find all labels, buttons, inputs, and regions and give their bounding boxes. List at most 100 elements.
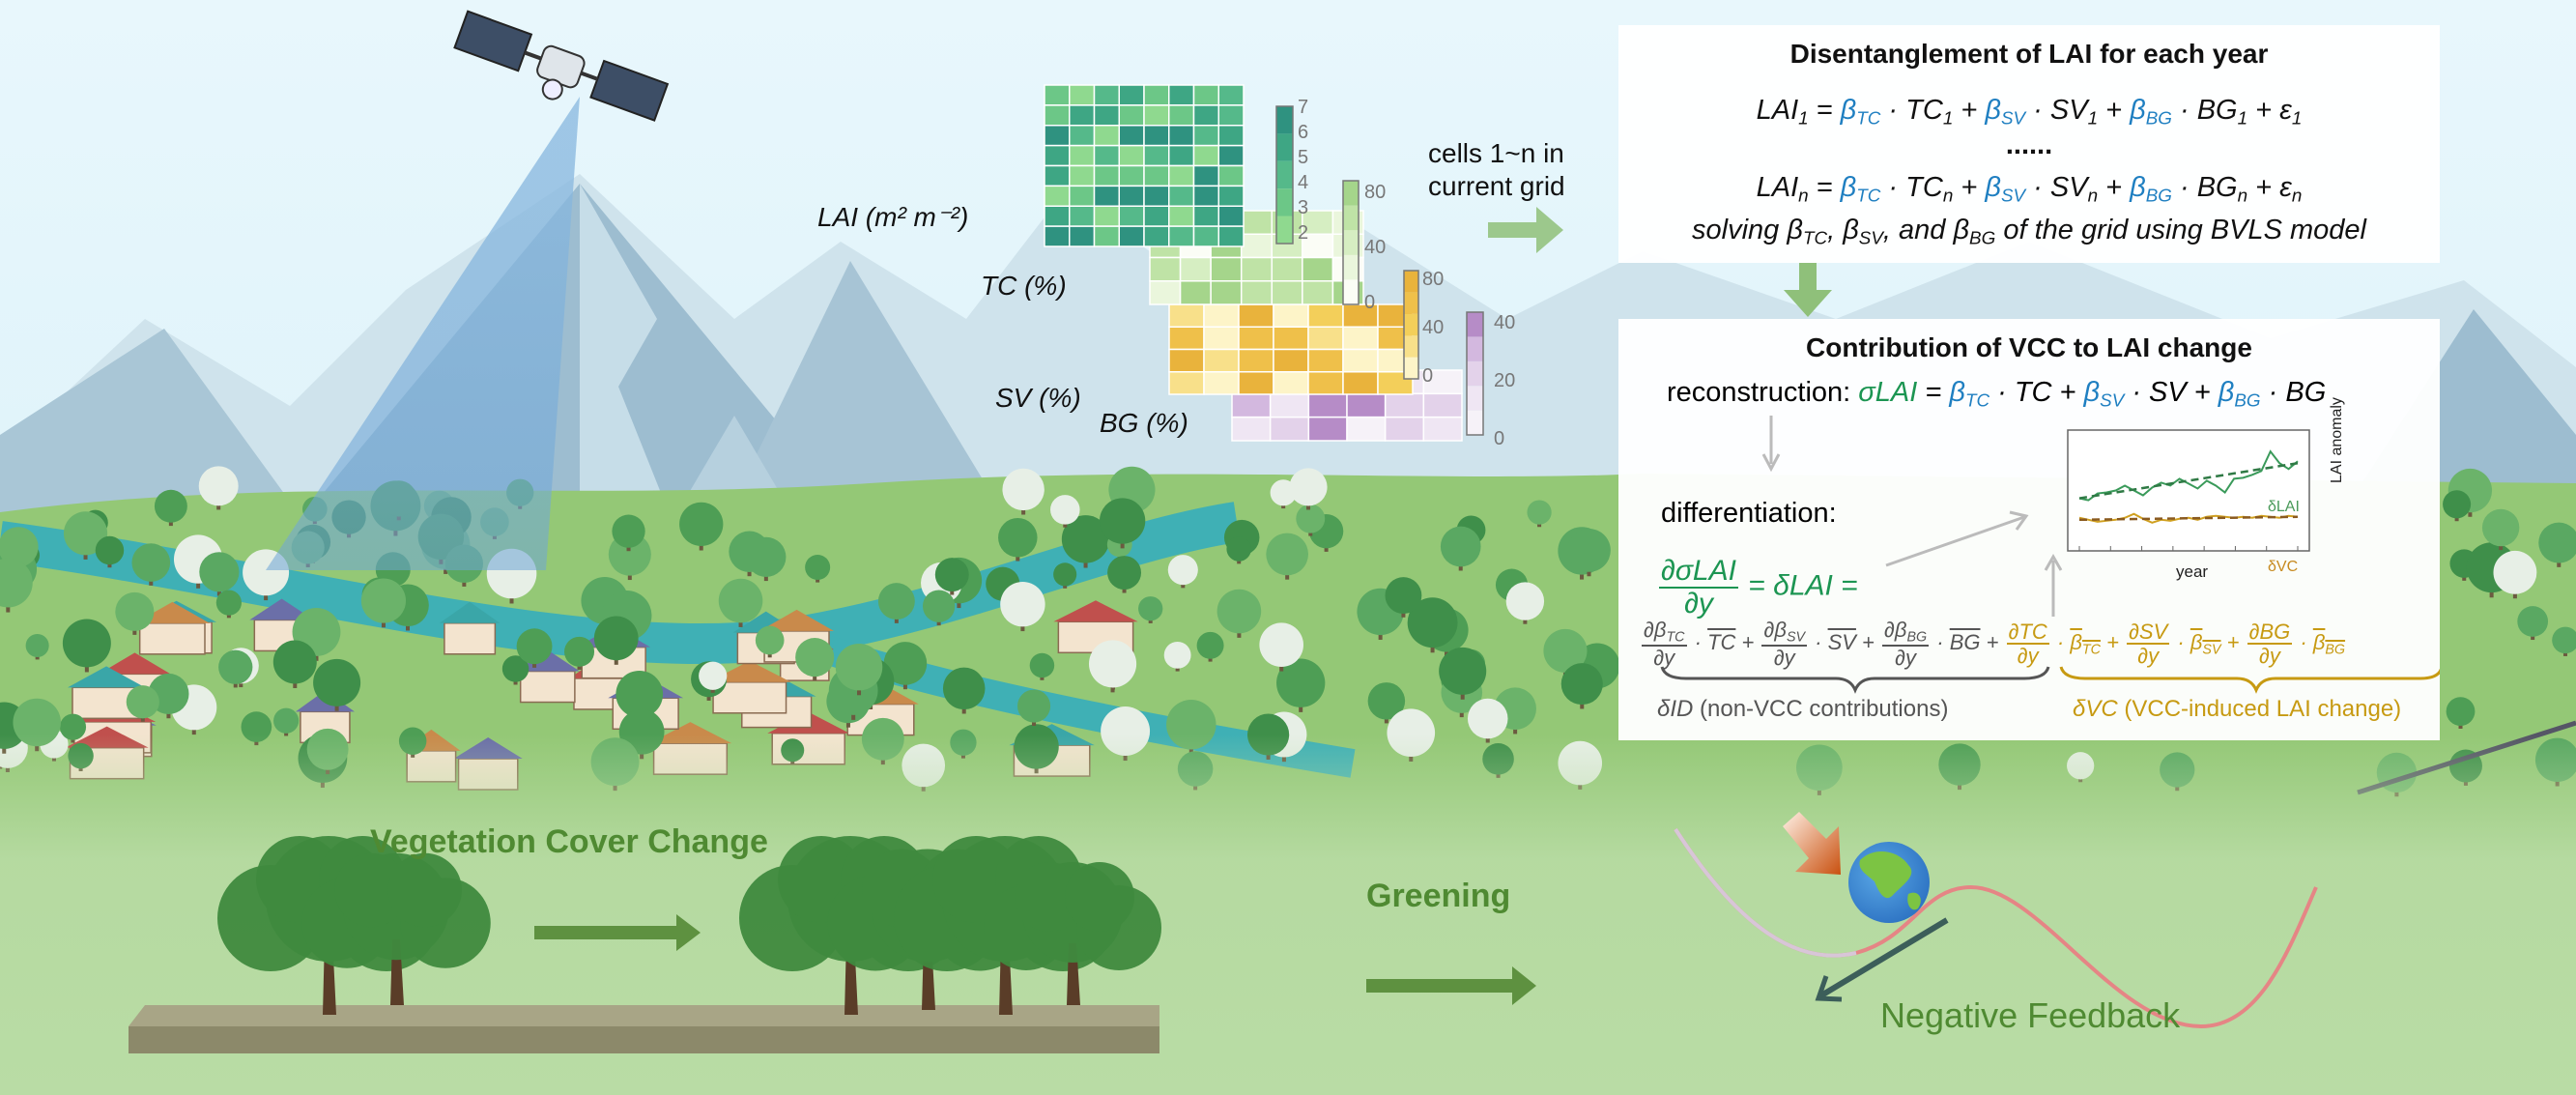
lai-grid-cell [1192,185,1219,207]
formula-term: + [1953,95,1986,126]
cells-label: cells 1~n in current grid [1428,137,1565,203]
formula-term: solving [1692,215,1788,245]
sv-grid-cell [1168,348,1205,373]
lai-grid-cell [1168,164,1195,187]
formula-term: βSV [1985,95,2026,129]
subscript: 1 [2291,107,2303,129]
lai-grid-cell [1192,125,1219,147]
tree-crown [1196,631,1224,659]
tc-grid-cell [1210,256,1243,282]
colorbar-tick-label: 2 [1298,222,1309,244]
lai-grid-cell [1044,225,1071,247]
colorbar-tick-label: 4 [1298,172,1309,193]
lai-grid-cell [1093,104,1120,127]
formula-term: · [1809,630,1828,654]
house-roof [99,652,171,675]
lai-grid-cell [1118,225,1145,247]
cells-label-line2: current grid [1428,171,1565,201]
bg-grid-cell [1422,392,1463,418]
tree-crown [2446,697,2476,727]
reconstruction-equation: σLAI = βTC · TC + βSV · SV + βBG · BG [1858,377,2326,411]
subscript: n [2237,185,2248,206]
tc-grid-cell [1149,280,1182,305]
bg-grid-cell [1384,392,1425,418]
formula-term: + [2098,172,2131,203]
tree-crown [1015,862,1084,932]
tree-crown [1002,468,1045,511]
subscript: n [2291,185,2303,206]
formula-term: + [1855,630,1881,654]
subscript: 1 [2237,107,2248,129]
formula-term: · [2171,172,2197,203]
lai-grid-cell [1044,104,1071,127]
tree-crown [835,643,883,691]
numerator: ∂σLAI [1659,556,1738,589]
tree-crown [1276,658,1326,707]
formula-term: ∂y [1653,646,1675,671]
formula-term: βTC [1949,377,1990,411]
vc-brace [2059,666,2440,694]
lai-grid-cell [1118,205,1145,227]
formula-term: · [1688,630,1708,654]
sv-grid-cell [1307,348,1344,373]
formula-term: ε1 [2279,95,2303,129]
sv-grid-cell [1307,371,1344,395]
vegetation-cover-change-label: Vegetation Cover Change [370,823,768,860]
lai-grid-cell [1143,205,1170,227]
lai-grid-cell [1093,144,1120,167]
numerator: ∂βTC [1642,619,1687,648]
tree-crown [516,628,553,665]
tree-crown [699,661,728,690]
platform [129,1005,1159,1053]
lai-colorbar-segment [1276,133,1293,161]
subscript: TC [1666,629,1685,646]
lai-grid-cell [1093,185,1120,207]
tc-colorbar-segment [1343,254,1359,280]
greening-label: Greening [1366,878,1511,914]
tc-grid-cell [1179,280,1212,305]
lai-grid-cell [1044,185,1071,207]
formula-term: BG1 [2196,95,2248,129]
subscript: SV [2000,185,2026,206]
house-roof [249,598,314,620]
formula-term: + [2098,95,2131,126]
tc-colorbar-frame [1342,180,1360,305]
colorbar-tick-label: 0 [1494,428,1505,449]
sv-grid-cell [1342,348,1379,373]
tree-crown [805,554,831,581]
tc-grid-cell [1302,210,1334,235]
formula-term: BG [1949,630,1981,654]
lai-grid-cell [1217,225,1245,247]
sv-grid-cell [1273,326,1309,351]
sv-grid-cell [1238,326,1274,351]
formula-term: · [1880,172,1906,203]
sv-grid-cell [1203,303,1240,328]
formula-term: ∂SV [2129,620,2168,645]
formula-term: · SV + [2124,377,2218,408]
subscript: SV [2000,107,2026,129]
id-brace [1660,666,2050,694]
subscript: TC [1802,227,1828,248]
lai-grid-cell [1217,144,1245,167]
subscript: TC [2081,642,2101,658]
colorbar-tick-label: 80 [1364,182,1387,203]
lai-grid-cell [1093,125,1120,147]
lai-grid-cell [1118,125,1145,147]
tree-crown [13,698,61,747]
tree-crown [1567,529,1611,572]
lai-anomaly-mini-chart [2067,429,2310,552]
lai-grid-cell [1217,185,1245,207]
disentanglement-panel: Disentanglement of LAI for each year LAI… [1618,25,2440,263]
formula-term: ∂σLAI [1661,555,1736,587]
overlined-term: SV [1828,630,1856,654]
tree-crown [2443,490,2472,519]
formula-term: · [2171,95,2197,126]
subscript: BG [1906,629,1928,646]
tree-crown [1163,641,1191,669]
formula-term: βSV [1985,172,2026,206]
formula-term: ∂TC [2008,620,2047,645]
lai-grid-cell [1118,144,1145,167]
panel-title: Disentanglement of LAI for each year [1789,39,2269,69]
tree-crown [63,511,108,556]
differentiation-expansion: ∂βTC∂y · TC + ∂βSV∂y · SV + ∂βBG∂y · BG … [1640,619,2345,669]
